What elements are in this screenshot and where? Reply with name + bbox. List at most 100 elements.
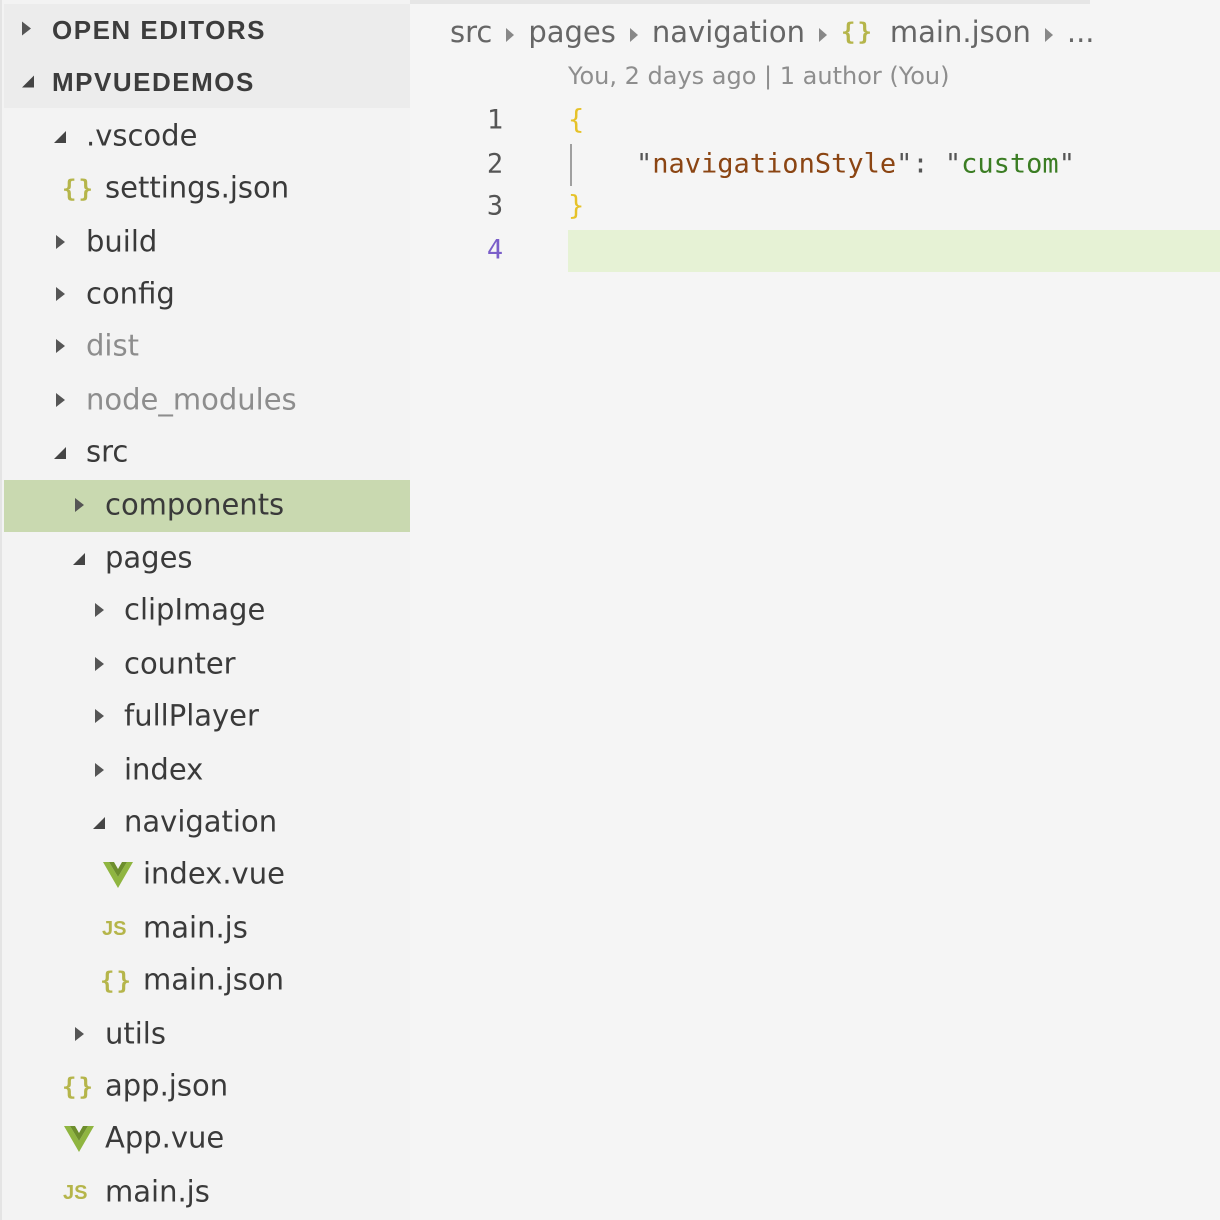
chevron-right-icon	[75, 1026, 89, 1044]
tree-folder-dist[interactable]: dist	[4, 321, 412, 373]
tree-item-label: config	[86, 276, 175, 311]
chevron-right-icon	[95, 602, 109, 620]
tree-item-label: clipImage	[124, 592, 266, 627]
colon: :	[912, 148, 945, 180]
quote: "	[944, 148, 962, 180]
tree-item-label: dist	[86, 328, 139, 363]
js-file-icon: JS	[102, 917, 127, 940]
open-editors-header[interactable]: OPEN EDITORS	[4, 4, 412, 56]
chevron-right-icon	[56, 338, 70, 356]
tree-file-index-vue[interactable]: index.vue	[4, 849, 412, 901]
tree-item-label: settings.json	[105, 170, 290, 205]
tree-item-label: build	[86, 224, 158, 259]
tree-item-label: src	[86, 434, 129, 469]
tree-folder-index[interactable]: index	[4, 745, 412, 797]
tree-folder-components[interactable]: components	[4, 480, 412, 532]
editor-pane: src pages navigation {} main.json ... Yo…	[410, 0, 1220, 1220]
project-label: MPVUEDEMOS	[52, 66, 255, 97]
chevron-right-icon	[95, 762, 109, 780]
line-number: 3	[486, 190, 504, 222]
code-line[interactable]: 1 {	[410, 98, 1220, 142]
tree-item-label: .vscode	[86, 118, 198, 153]
tree-item-label: navigation	[124, 804, 278, 839]
tree-folder-config[interactable]: config	[4, 269, 412, 321]
vue-file-icon	[102, 861, 134, 889]
json-file-icon: {}	[841, 18, 874, 46]
chevron-right-icon	[75, 497, 89, 515]
tree-folder-node-modules[interactable]: node_modules	[4, 375, 412, 427]
explorer-sidebar: OPEN EDITORS MPVUEDEMOS .vscode {} setti…	[0, 0, 412, 1220]
code-line[interactable]: 3 }	[410, 184, 1220, 228]
tree-item-label: main.json	[143, 962, 284, 997]
tree-folder-utils[interactable]: utils	[4, 1009, 412, 1061]
vue-file-icon	[63, 1125, 95, 1153]
quote: "	[896, 148, 913, 180]
tree-item-label: fullPlayer	[124, 698, 259, 733]
chevron-down-icon	[93, 814, 107, 832]
code-text: "navigationStyle": "custom"	[636, 149, 1075, 180]
breadcrumb-item-more[interactable]: ...	[1066, 15, 1095, 49]
breadcrumb-item-navigation[interactable]: navigation	[651, 15, 805, 49]
indent-guide	[570, 144, 572, 186]
tree-item-label: utils	[105, 1016, 166, 1051]
line-number: 2	[486, 148, 504, 180]
tree-item-label: main.js	[105, 1174, 210, 1209]
json-file-icon: {}	[62, 1073, 95, 1101]
tree-file-settings-json[interactable]: {} settings.json	[4, 163, 412, 215]
chevron-down-icon	[54, 444, 68, 462]
breadcrumb-item-file[interactable]: main.json	[889, 15, 1031, 49]
json-file-icon: {}	[62, 175, 95, 203]
chevron-right-icon	[95, 656, 109, 674]
tree-folder-counter[interactable]: counter	[4, 639, 412, 691]
tab-strip-edge	[410, 0, 1090, 4]
json-key: navigationStyle	[652, 148, 897, 180]
tree-folder-pages[interactable]: pages	[4, 533, 412, 585]
tree-folder-build[interactable]: build	[4, 217, 412, 269]
chevron-right-icon	[629, 15, 638, 49]
tree-item-label: pages	[105, 540, 193, 575]
chevron-right-icon	[819, 15, 827, 49]
open-editors-label: OPEN EDITORS	[52, 14, 267, 45]
current-line-highlight	[568, 230, 1220, 272]
tree-item-label: counter	[124, 646, 236, 681]
chevron-right-icon	[506, 15, 515, 49]
code-text: {	[568, 105, 584, 136]
chevron-right-icon	[56, 286, 70, 304]
git-blame-codelens[interactable]: You, 2 days ago | 1 author (You)	[568, 62, 950, 90]
tree-item-label: node_modules	[86, 382, 297, 417]
code-line[interactable]: 2 "navigationStyle": "custom"	[410, 142, 1220, 186]
tree-folder-clipimage[interactable]: clipImage	[4, 585, 412, 637]
code-line-current[interactable]: 4	[410, 228, 1220, 272]
tree-item-label: main.js	[143, 910, 248, 945]
chevron-right-icon	[56, 392, 70, 410]
tree-file-root-main-js[interactable]: JS main.js	[4, 1167, 412, 1219]
tree-item-label: components	[105, 487, 285, 522]
tree-file-main-js[interactable]: JS main.js	[4, 903, 412, 955]
chevron-right-icon	[22, 21, 31, 40]
tree-file-app-vue[interactable]: App.vue	[4, 1113, 412, 1165]
tree-item-label: App.vue	[105, 1120, 225, 1155]
chevron-right-icon	[95, 708, 109, 726]
chevron-right-icon	[56, 234, 70, 252]
breadcrumb: src pages navigation {} main.json ...	[450, 10, 1095, 54]
breadcrumb-item-pages[interactable]: pages	[528, 15, 616, 49]
tree-folder-navigation[interactable]: navigation	[4, 797, 412, 849]
tree-item-label: index.vue	[143, 856, 285, 891]
close-brace: }	[568, 190, 585, 222]
chevron-down-icon	[54, 128, 68, 146]
tree-folder-fullplayer[interactable]: fullPlayer	[4, 691, 412, 743]
chevron-down-icon	[73, 550, 87, 568]
open-brace: {	[568, 104, 585, 136]
chevron-right-icon	[1044, 15, 1053, 49]
tree-folder-src[interactable]: src	[4, 427, 412, 479]
line-number: 1	[486, 104, 504, 136]
code-text: }	[568, 191, 584, 222]
json-file-icon: {}	[100, 967, 133, 995]
chevron-down-icon	[22, 73, 34, 92]
tree-file-main-json[interactable]: {} main.json	[4, 955, 412, 1007]
breadcrumb-item-src[interactable]: src	[450, 15, 493, 49]
tree-item-label: index	[124, 752, 204, 787]
tree-folder-vscode[interactable]: .vscode	[4, 111, 412, 163]
project-header[interactable]: MPVUEDEMOS	[4, 56, 412, 108]
tree-file-app-json[interactable]: {} app.json	[4, 1061, 412, 1113]
